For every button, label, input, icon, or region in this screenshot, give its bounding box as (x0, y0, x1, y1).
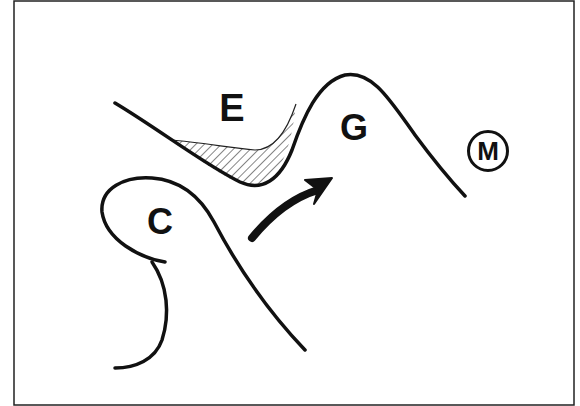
circle-label: M (477, 138, 499, 164)
trough-ridge-line (115, 74, 465, 196)
region-letter: E (219, 89, 244, 127)
region-letter: G (340, 110, 368, 146)
flow-arrow-head (305, 178, 332, 204)
circled-letter: M (467, 130, 509, 172)
frame (14, 1, 574, 405)
low-line-lower (115, 262, 167, 368)
region-letter: C (147, 204, 173, 240)
flow-arrow-shaft (252, 190, 318, 238)
low-line (102, 178, 305, 350)
circle-shape (469, 132, 508, 171)
